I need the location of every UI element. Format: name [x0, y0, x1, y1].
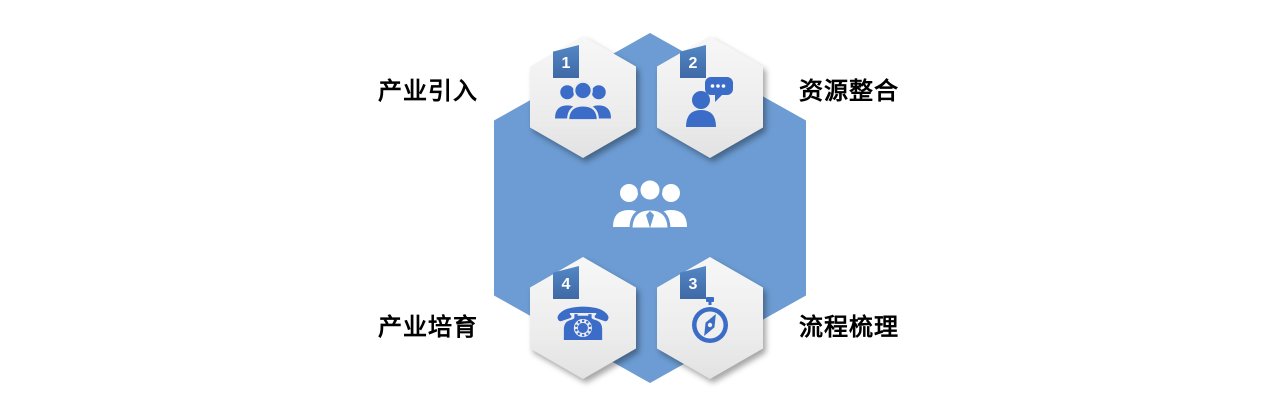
node-number-badge: 2 [680, 45, 706, 78]
compass-icon [687, 296, 733, 348]
node-hexagon-3: 3 [657, 257, 763, 379]
node-hexagon-2: 2 [657, 36, 763, 158]
phone-icon: ☎ [554, 297, 611, 347]
node-hexagon-4-body: ☎ [530, 257, 636, 379]
node-label-industry-introduction: 产业引入 [378, 78, 478, 105]
node-hexagon-2-body [657, 36, 763, 158]
node-number-badge: 1 [553, 45, 579, 78]
person-speech-bubble-icon [685, 75, 735, 127]
node-label-process-sorting: 流程梳理 [799, 314, 899, 341]
node-label-industry-cultivation: 产业培育 [378, 314, 478, 341]
node-number-badge: 3 [680, 266, 706, 299]
people-group-icon [555, 80, 611, 122]
node-hexagon-4: ☎ 4 [530, 257, 636, 379]
node-label-resource-integration: 资源整合 [799, 78, 899, 105]
team-people-icon [613, 177, 687, 231]
phone-glyph: ☎ [554, 297, 612, 351]
node-hexagon-1-body [530, 36, 636, 158]
node-hexagon-1: 1 [530, 36, 636, 158]
node-hexagon-3-body [657, 257, 763, 379]
node-number-badge: 4 [553, 266, 579, 299]
